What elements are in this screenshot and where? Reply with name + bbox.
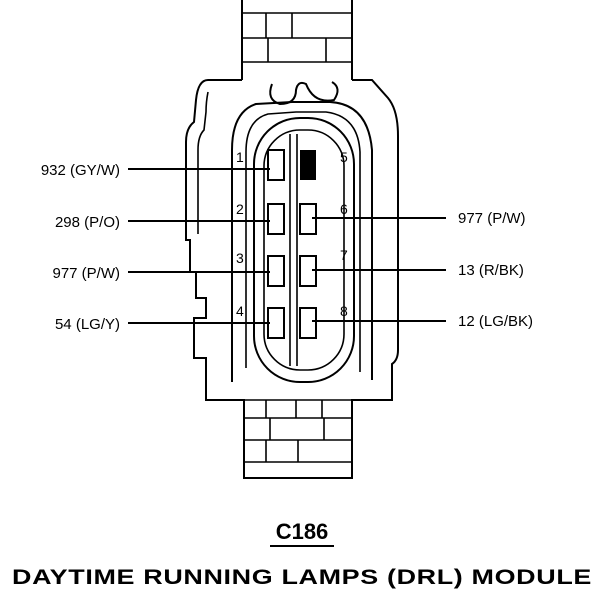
pin-7-number: 7 bbox=[340, 247, 348, 263]
pin-4-circuit-label: 54 (LG/Y) bbox=[55, 316, 120, 333]
pin-3-terminal bbox=[267, 255, 285, 287]
pin-5-number: 5 bbox=[340, 149, 348, 165]
pin-3-number: 3 bbox=[236, 250, 244, 266]
pin-4-number: 4 bbox=[236, 303, 244, 319]
connector-id: C186 bbox=[276, 519, 329, 544]
pin-2-terminal bbox=[267, 203, 285, 235]
pin-4-terminal bbox=[267, 307, 285, 339]
pin-1-terminal bbox=[267, 149, 285, 181]
pin-2-circuit-label: 298 (P/O) bbox=[55, 214, 120, 231]
pin-5-terminal bbox=[300, 150, 316, 180]
pin-6-number: 6 bbox=[340, 201, 348, 217]
pin-2-number: 2 bbox=[236, 201, 244, 217]
connector-inner-shell bbox=[231, 101, 373, 383]
pin-terminals bbox=[267, 149, 317, 339]
pin-8-number: 8 bbox=[340, 303, 348, 319]
pin-1-number: 1 bbox=[236, 149, 244, 165]
pin-1-circuit-label: 932 (GY/W) bbox=[41, 162, 120, 179]
leader-lines bbox=[128, 168, 446, 324]
pin-8-terminal bbox=[299, 307, 317, 339]
connector-name: DAYTIME RUNNING LAMPS (DRL) MODULE bbox=[12, 566, 592, 589]
pin-6-circuit-label: 977 (P/W) bbox=[458, 210, 526, 227]
connector-top-tab bbox=[241, 0, 353, 80]
pin-7-circuit-label: 13 (R/BK) bbox=[458, 262, 524, 279]
pin-3-circuit-label: 977 (P/W) bbox=[52, 265, 120, 282]
connector-housing bbox=[185, 79, 399, 479]
pin-8-circuit-label: 12 (LG/BK) bbox=[458, 313, 533, 330]
